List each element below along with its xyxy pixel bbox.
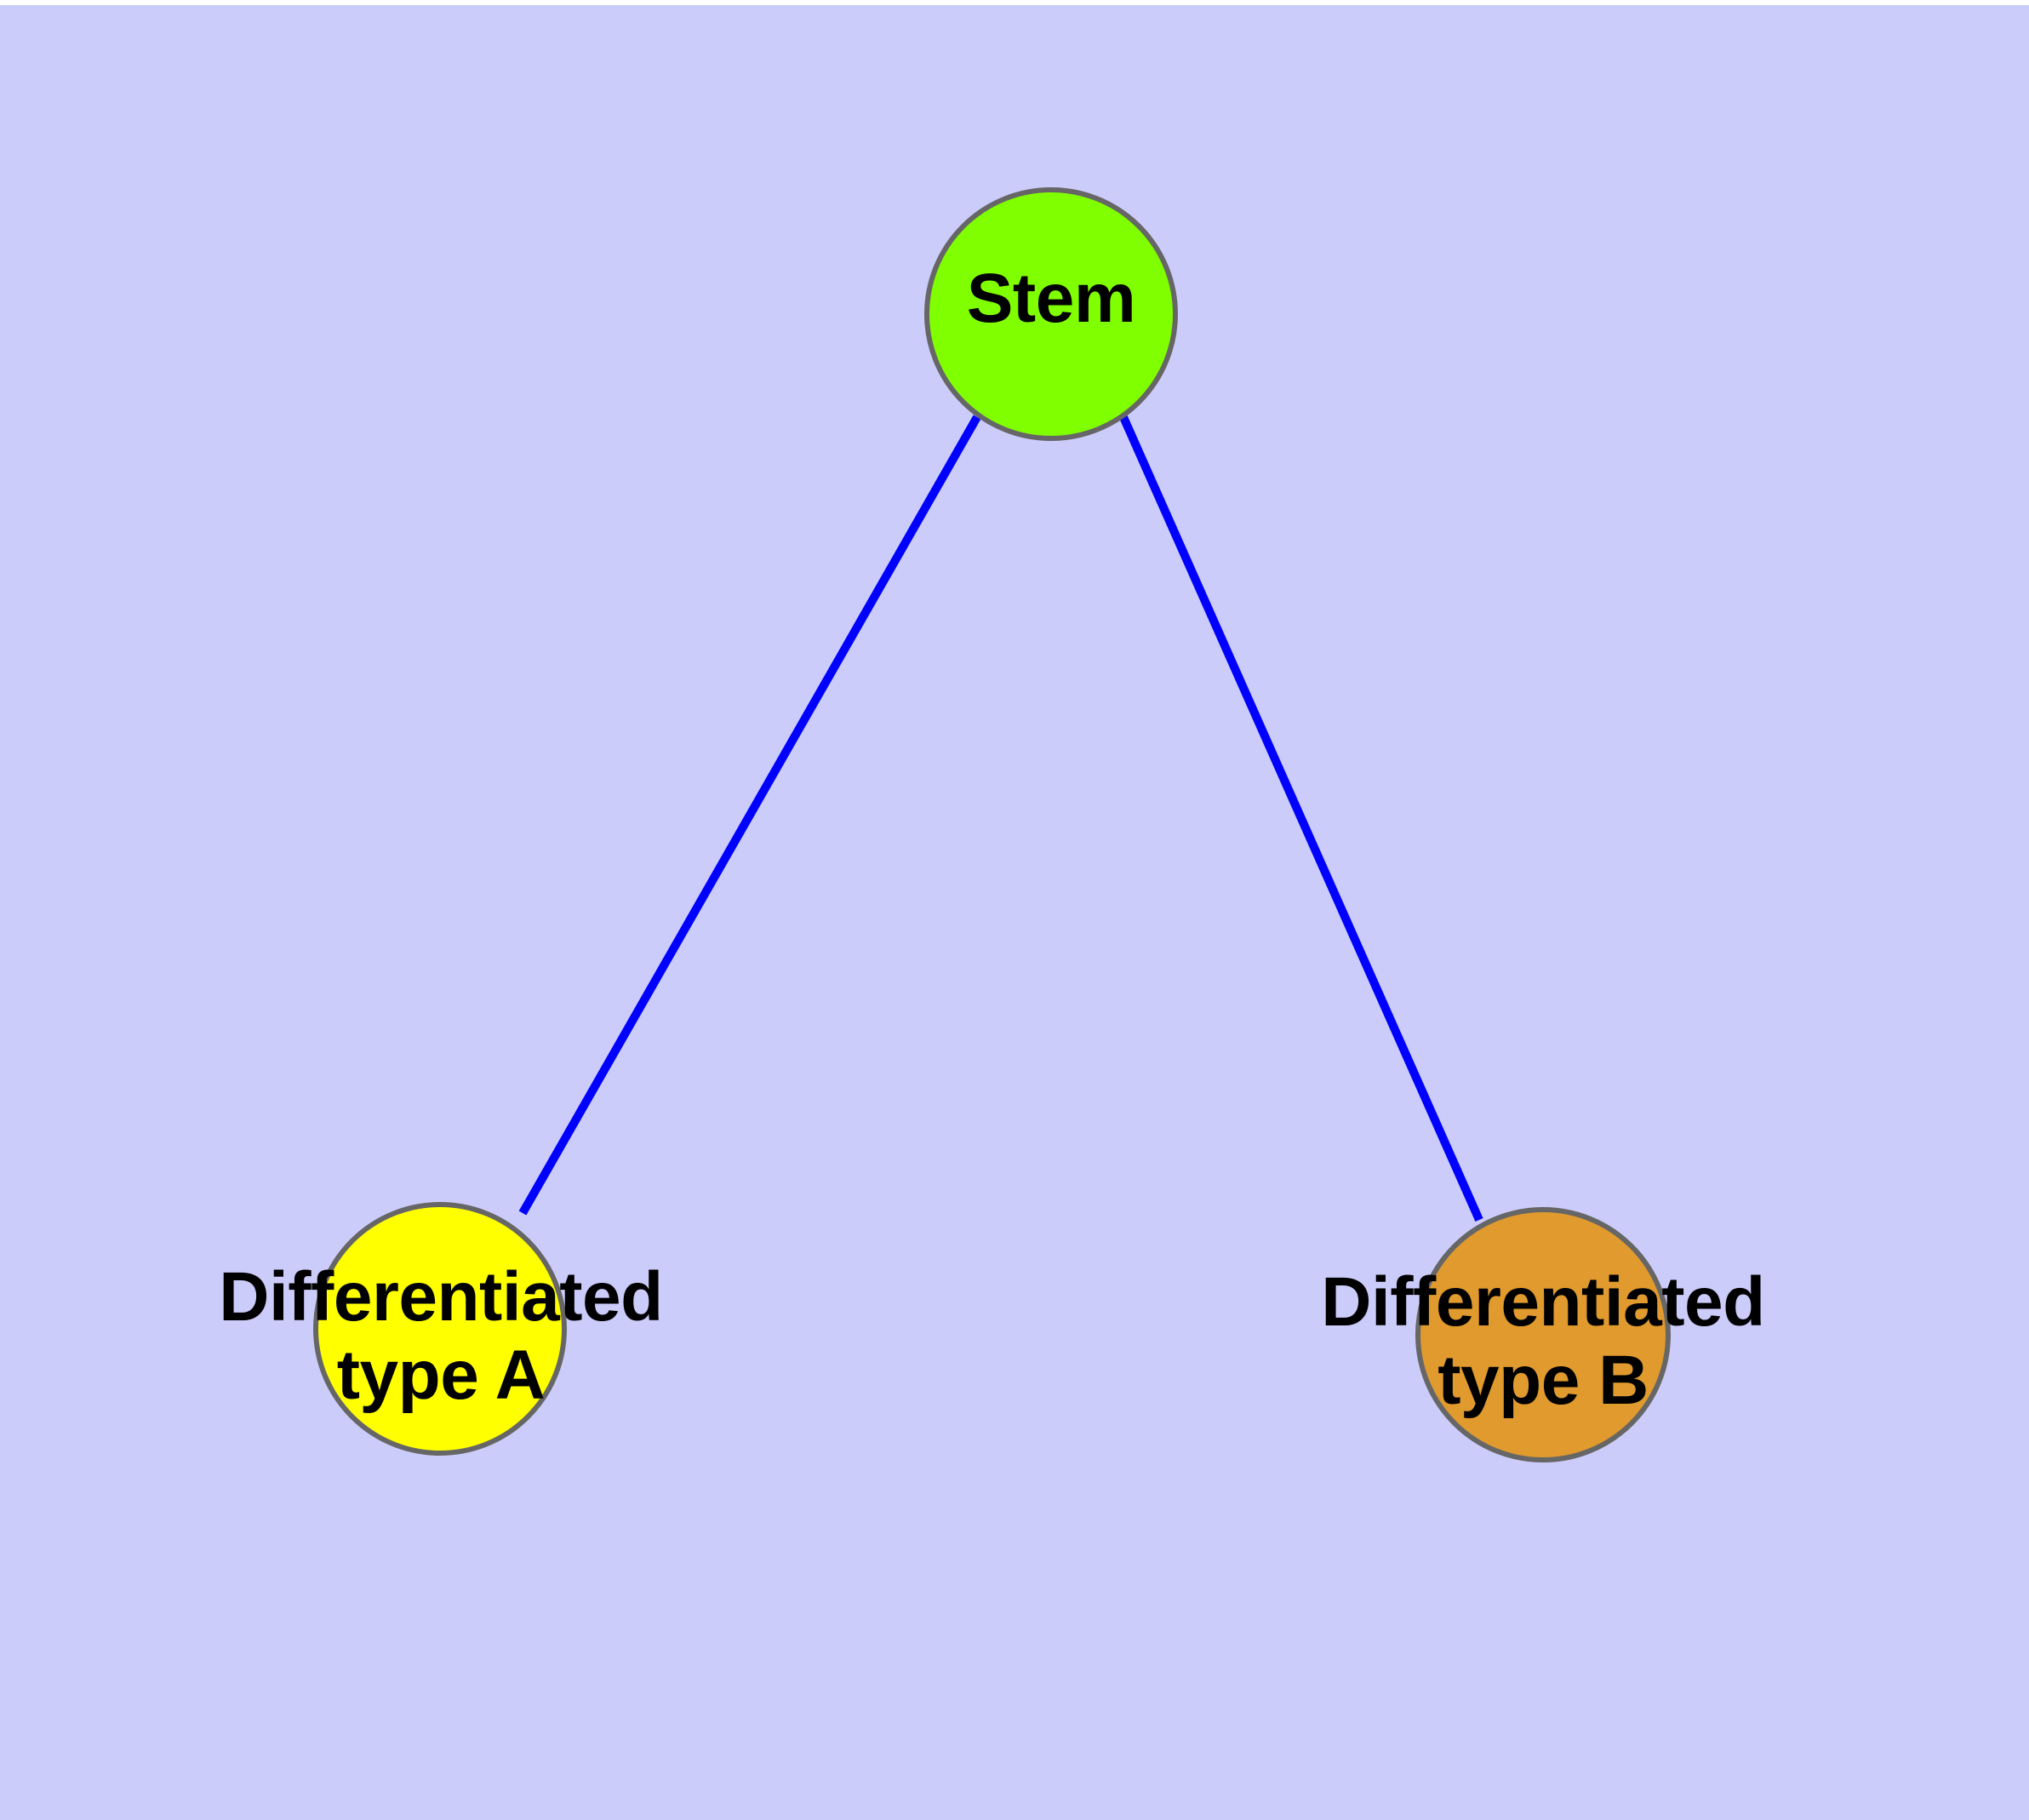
node-stem-label: Stem: [966, 260, 1136, 337]
node-differentiated-type-a[interactable]: [313, 1202, 567, 1456]
label-line-2: type A: [336, 1336, 546, 1414]
label-line-2: type B: [1437, 1341, 1649, 1419]
label-line-1: Differentiated: [219, 1258, 663, 1336]
edge-stem-to-diff-a: [518, 415, 981, 1216]
label-line-1: Differentiated: [1321, 1263, 1765, 1341]
node-differentiated-type-b[interactable]: [1415, 1207, 1671, 1462]
edge-stem-to-diff-b: [1119, 415, 1483, 1222]
node-stem[interactable]: [924, 187, 1178, 441]
